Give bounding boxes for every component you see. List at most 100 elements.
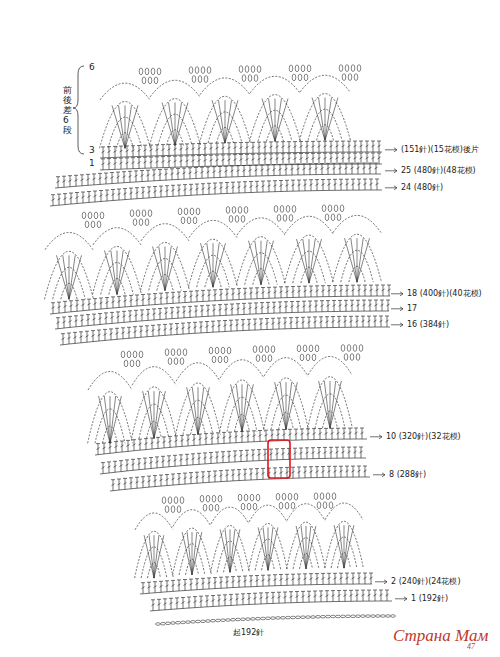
puff-stitch bbox=[174, 358, 178, 365]
chain-arch bbox=[173, 510, 211, 527]
puff-stitch bbox=[317, 502, 321, 509]
puff-stitch bbox=[337, 214, 341, 221]
puff-stitch bbox=[303, 345, 307, 352]
puff-stitch bbox=[232, 207, 236, 214]
puff-stitch bbox=[294, 493, 298, 500]
chain-loop bbox=[132, 387, 177, 439]
puff-stitch bbox=[139, 351, 143, 358]
row-count: 8 (288針) bbox=[388, 470, 427, 480]
puff-stitch bbox=[304, 74, 308, 81]
chain-stitch bbox=[311, 616, 316, 619]
puff-stitch bbox=[239, 66, 243, 73]
row-arrow bbox=[391, 292, 403, 296]
chain-stitch bbox=[351, 615, 356, 618]
highlight-box bbox=[268, 440, 290, 478]
chain-stitch bbox=[336, 615, 341, 618]
stitch-row bbox=[55, 163, 381, 188]
puff-stitch bbox=[277, 215, 281, 222]
row-count: 16 (384針) bbox=[406, 320, 450, 330]
fan-stitches bbox=[162, 103, 188, 146]
puff-stitch bbox=[148, 210, 152, 217]
chain-stitch bbox=[181, 621, 186, 624]
puff-stitch bbox=[295, 65, 299, 72]
puff-stitch bbox=[145, 68, 149, 75]
puff-stitch bbox=[121, 351, 125, 358]
puff-stitch bbox=[286, 206, 290, 213]
chain-stitch bbox=[316, 616, 321, 619]
row-count: 24 (480針) bbox=[400, 183, 444, 193]
puff-stitch bbox=[289, 65, 293, 72]
chain-stitch bbox=[281, 617, 286, 620]
chain-arch bbox=[325, 503, 363, 520]
chain-stitch bbox=[166, 622, 171, 625]
puff-stitch bbox=[227, 347, 231, 354]
row-arrow bbox=[395, 597, 407, 601]
fan-stitches bbox=[112, 105, 138, 148]
fan-stitches bbox=[201, 243, 226, 287]
chain-stitch bbox=[201, 620, 206, 623]
puff-stitch bbox=[215, 347, 219, 354]
puff-stitch bbox=[218, 356, 222, 363]
chain-loop bbox=[308, 377, 353, 429]
fan-stitches bbox=[312, 98, 338, 141]
chain-stitch bbox=[226, 619, 231, 622]
puff-stitch bbox=[253, 503, 257, 510]
fan-stitches bbox=[153, 247, 178, 291]
puff-stitch bbox=[351, 65, 355, 72]
puff-stitch bbox=[88, 212, 92, 219]
row-number: 1 bbox=[88, 158, 96, 169]
puff-stitch bbox=[168, 497, 172, 504]
row-arrow bbox=[385, 186, 397, 190]
puff-stitch bbox=[148, 77, 152, 84]
chain-stitch bbox=[296, 616, 301, 619]
chain-arch bbox=[287, 504, 325, 521]
puff-stitch bbox=[193, 217, 197, 224]
chain-stitch bbox=[301, 616, 306, 619]
puff-stitch bbox=[244, 207, 248, 214]
puff-stitch bbox=[309, 345, 313, 352]
puff-stitch bbox=[177, 506, 181, 513]
puff-stitch bbox=[145, 219, 149, 226]
chain-arch bbox=[308, 357, 352, 376]
puff-stitch bbox=[133, 219, 137, 226]
chain-stitch bbox=[271, 617, 276, 620]
chain-stitch bbox=[186, 621, 191, 624]
chain-stitch bbox=[341, 615, 346, 618]
bracket bbox=[73, 66, 84, 154]
puff-stitch bbox=[201, 67, 205, 74]
puff-stitch bbox=[171, 506, 175, 513]
chain-stitch bbox=[206, 620, 211, 623]
puff-stitch bbox=[124, 360, 128, 367]
chain-stitch bbox=[196, 620, 201, 623]
chain-stitch bbox=[306, 616, 311, 619]
puff-stitch bbox=[279, 502, 283, 509]
puff-stitch bbox=[292, 74, 296, 81]
chain-arch bbox=[93, 228, 141, 245]
puff-stitch bbox=[224, 356, 228, 363]
puff-stitch bbox=[184, 208, 188, 215]
fan-stitches bbox=[144, 535, 164, 578]
row-number: 17 bbox=[406, 304, 418, 314]
chain-arch bbox=[45, 233, 93, 250]
puff-stitch bbox=[357, 65, 361, 72]
puff-stitch bbox=[206, 495, 210, 502]
chain-stitch bbox=[176, 621, 181, 624]
puff-stitch bbox=[341, 345, 345, 352]
puff-stitch bbox=[241, 216, 245, 223]
chain-stitch bbox=[371, 615, 376, 618]
puff-stitch bbox=[178, 208, 182, 215]
puff-stitch bbox=[326, 493, 330, 500]
puff-stitch bbox=[329, 502, 333, 509]
puff-stitch bbox=[339, 65, 343, 72]
stitch-row bbox=[110, 466, 370, 491]
fan-stitches bbox=[249, 241, 274, 285]
puff-stitch bbox=[298, 74, 302, 81]
chain-arch bbox=[100, 83, 150, 100]
chain-stitch bbox=[356, 615, 361, 618]
chain-stitch bbox=[241, 618, 246, 621]
chain-arch bbox=[176, 363, 220, 382]
fan-stitches bbox=[262, 99, 288, 142]
chain-stitch bbox=[286, 616, 291, 619]
